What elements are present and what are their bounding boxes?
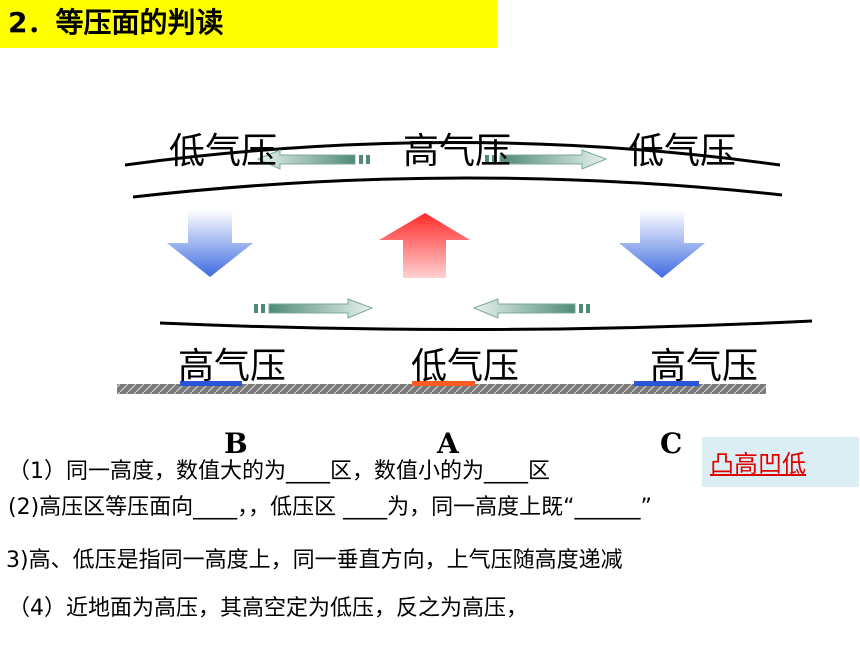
point-label-a: A [437,427,459,460]
rising-arrow-middle [379,213,470,278]
surface-label-left: 高气压 [178,346,287,387]
question-3: 3)高、低压是指同一高度上，同一垂直方向，上气压随高度递减 [6,548,623,573]
ground-surface [117,384,766,394]
question-2: (2)高压区等压面向____，，低压区 ____为，同一高度上既“______” [8,495,652,520]
upper-isobar-bottom [132,176,783,199]
point-label-b: B [224,427,248,460]
answer-box: 凸高凹低 [702,437,859,487]
high-pressure-marker-b [180,381,242,386]
upper-arrow-left [256,149,370,170]
question-1: （1）同一高度，数值大的为____区，数值小的为____区 [8,459,550,484]
low-pressure-marker-a [412,381,475,386]
upper-arrow-right [485,149,608,170]
upper-label-right: 低气压 [628,131,737,172]
title-bar: 2．等压面的判读 [0,0,497,48]
upper-isobar-top [124,141,781,167]
sinking-arrow-left [167,210,253,277]
question-4: （4）近地面为高压，其高空定为低压，反之为高压， [8,596,528,621]
slide-title: 2．等压面的判读 [8,6,224,39]
answer-link[interactable]: 凸高凹低 [710,450,806,478]
surface-label-right: 高气压 [650,346,759,387]
upper-label-middle: 高气压 [403,131,512,172]
lower-isobar [159,319,813,332]
lower-arrow-left [472,298,590,319]
upper-label-left: 低气压 [169,131,278,172]
high-pressure-marker-c [634,381,699,386]
point-label-c: C [660,427,683,460]
lower-arrow-right [254,298,374,319]
sinking-arrow-right [619,210,705,278]
surface-label-middle: 低气压 [411,346,520,387]
